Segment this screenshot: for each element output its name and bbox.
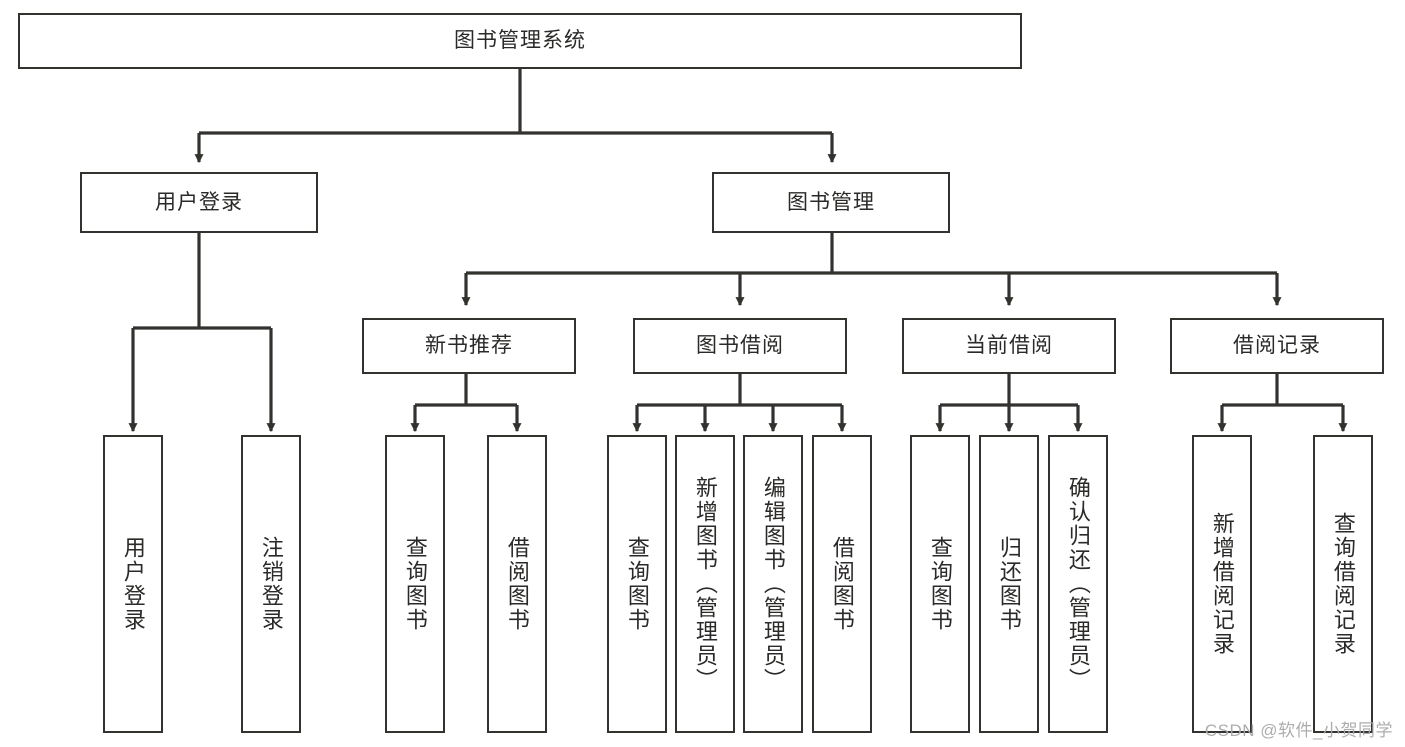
leaf-book-borrow-edit[interactable]: 编辑图书（管理员） bbox=[743, 435, 803, 733]
node-label: 新增借阅记录 bbox=[1209, 512, 1235, 656]
leaf-book-borrow-add[interactable]: 新增图书（管理员） bbox=[675, 435, 735, 733]
node-label: 归还图书 bbox=[996, 536, 1022, 632]
leaf-current-borrow-confirm-return[interactable]: 确认归还（管理员） bbox=[1048, 435, 1108, 733]
node-label: 图书管理系统 bbox=[454, 29, 586, 53]
node-label: 用户登录 bbox=[155, 190, 243, 214]
leaf-current-borrow-query[interactable]: 查询图书 bbox=[910, 435, 970, 733]
node-label: 图书借阅 bbox=[696, 334, 784, 358]
node-label: 确认归还（管理员） bbox=[1065, 476, 1091, 692]
node-label: 查询图书 bbox=[402, 536, 428, 632]
node-label: 编辑图书（管理员） bbox=[760, 476, 786, 692]
leaf-user-login-logout[interactable]: 注销登录 bbox=[241, 435, 301, 733]
node-label: 新书推荐 bbox=[425, 334, 513, 358]
leaf-current-borrow-return[interactable]: 归还图书 bbox=[979, 435, 1039, 733]
node-root-system[interactable]: 图书管理系统 bbox=[18, 13, 1022, 69]
node-label: 借阅图书 bbox=[504, 536, 530, 632]
node-label: 查询图书 bbox=[624, 536, 650, 632]
leaf-borrow-record-add[interactable]: 新增借阅记录 bbox=[1192, 435, 1252, 733]
leaf-new-book-query[interactable]: 查询图书 bbox=[385, 435, 445, 733]
node-label: 查询图书 bbox=[927, 536, 953, 632]
leaf-new-book-borrow[interactable]: 借阅图书 bbox=[487, 435, 547, 733]
node-label: 借阅图书 bbox=[829, 536, 855, 632]
node-current-borrow[interactable]: 当前借阅 bbox=[902, 318, 1116, 374]
leaf-book-borrow-query[interactable]: 查询图书 bbox=[607, 435, 667, 733]
leaf-book-borrow-borrow[interactable]: 借阅图书 bbox=[812, 435, 872, 733]
node-book-management[interactable]: 图书管理 bbox=[712, 172, 950, 233]
node-book-borrow[interactable]: 图书借阅 bbox=[633, 318, 847, 374]
node-new-book-recommend[interactable]: 新书推荐 bbox=[362, 318, 576, 374]
leaf-user-login-login[interactable]: 用户登录 bbox=[103, 435, 163, 733]
node-label: 用户登录 bbox=[120, 536, 146, 632]
node-label: 注销登录 bbox=[258, 536, 284, 632]
node-label: 当前借阅 bbox=[965, 334, 1053, 358]
node-borrow-records[interactable]: 借阅记录 bbox=[1170, 318, 1384, 374]
node-label: 查询借阅记录 bbox=[1330, 512, 1356, 656]
watermark-text: CSDN @软件_小贺同学 bbox=[1204, 721, 1393, 740]
node-user-login[interactable]: 用户登录 bbox=[80, 172, 318, 233]
node-label: 新增图书（管理员） bbox=[692, 476, 718, 692]
node-label: 图书管理 bbox=[787, 190, 875, 214]
leaf-borrow-record-query[interactable]: 查询借阅记录 bbox=[1313, 435, 1373, 733]
node-label: 借阅记录 bbox=[1233, 334, 1321, 358]
